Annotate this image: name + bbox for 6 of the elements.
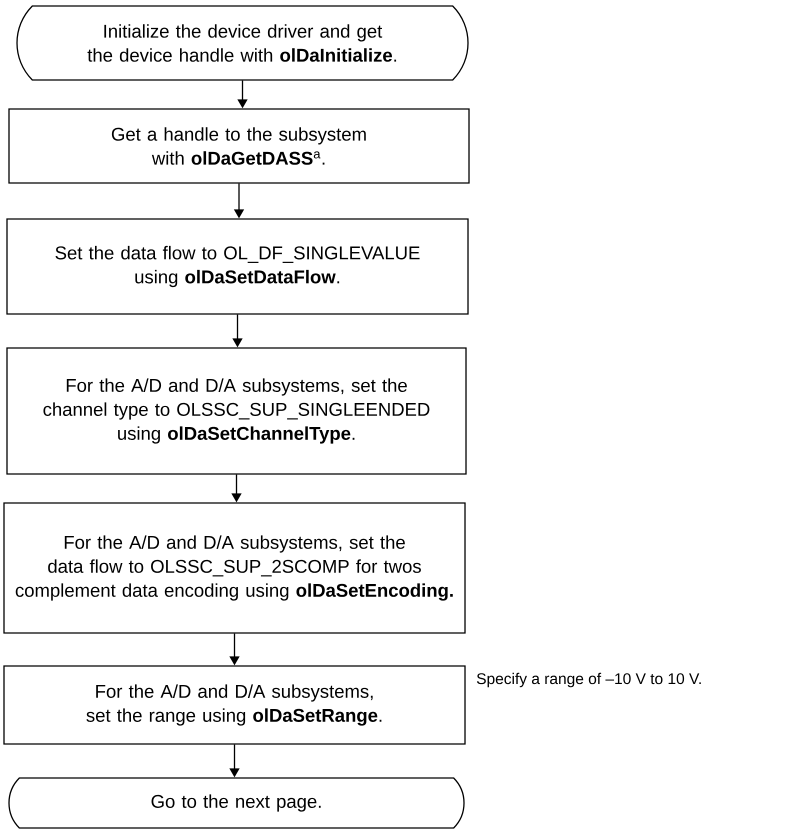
process-box: For the A/D and D/A subsystems, set the channel type to OLSSC_SUP_SINGLEENDED using olDaSetChannelType.	[6, 347, 467, 475]
process-box: For the A/D and D/A subsystems, set the range using olDaSetRange.	[3, 665, 466, 745]
note-text: Specify a range of –10 V to 10 V.	[476, 672, 701, 688]
process-box: Get a handle to the subsystem with olDaGetDASS$^{a}$.	[8, 108, 470, 184]
process-box: Set the data flow to OL_DF_SINGLEVALUE using olDaSetDataFlow.	[6, 218, 469, 315]
process-box: For the A/D and D/A subsystems, set the data flow to OLSSC_SUP_2SCOMP for twos complement data encoding using olDaSetEncoding.	[3, 502, 466, 634]
